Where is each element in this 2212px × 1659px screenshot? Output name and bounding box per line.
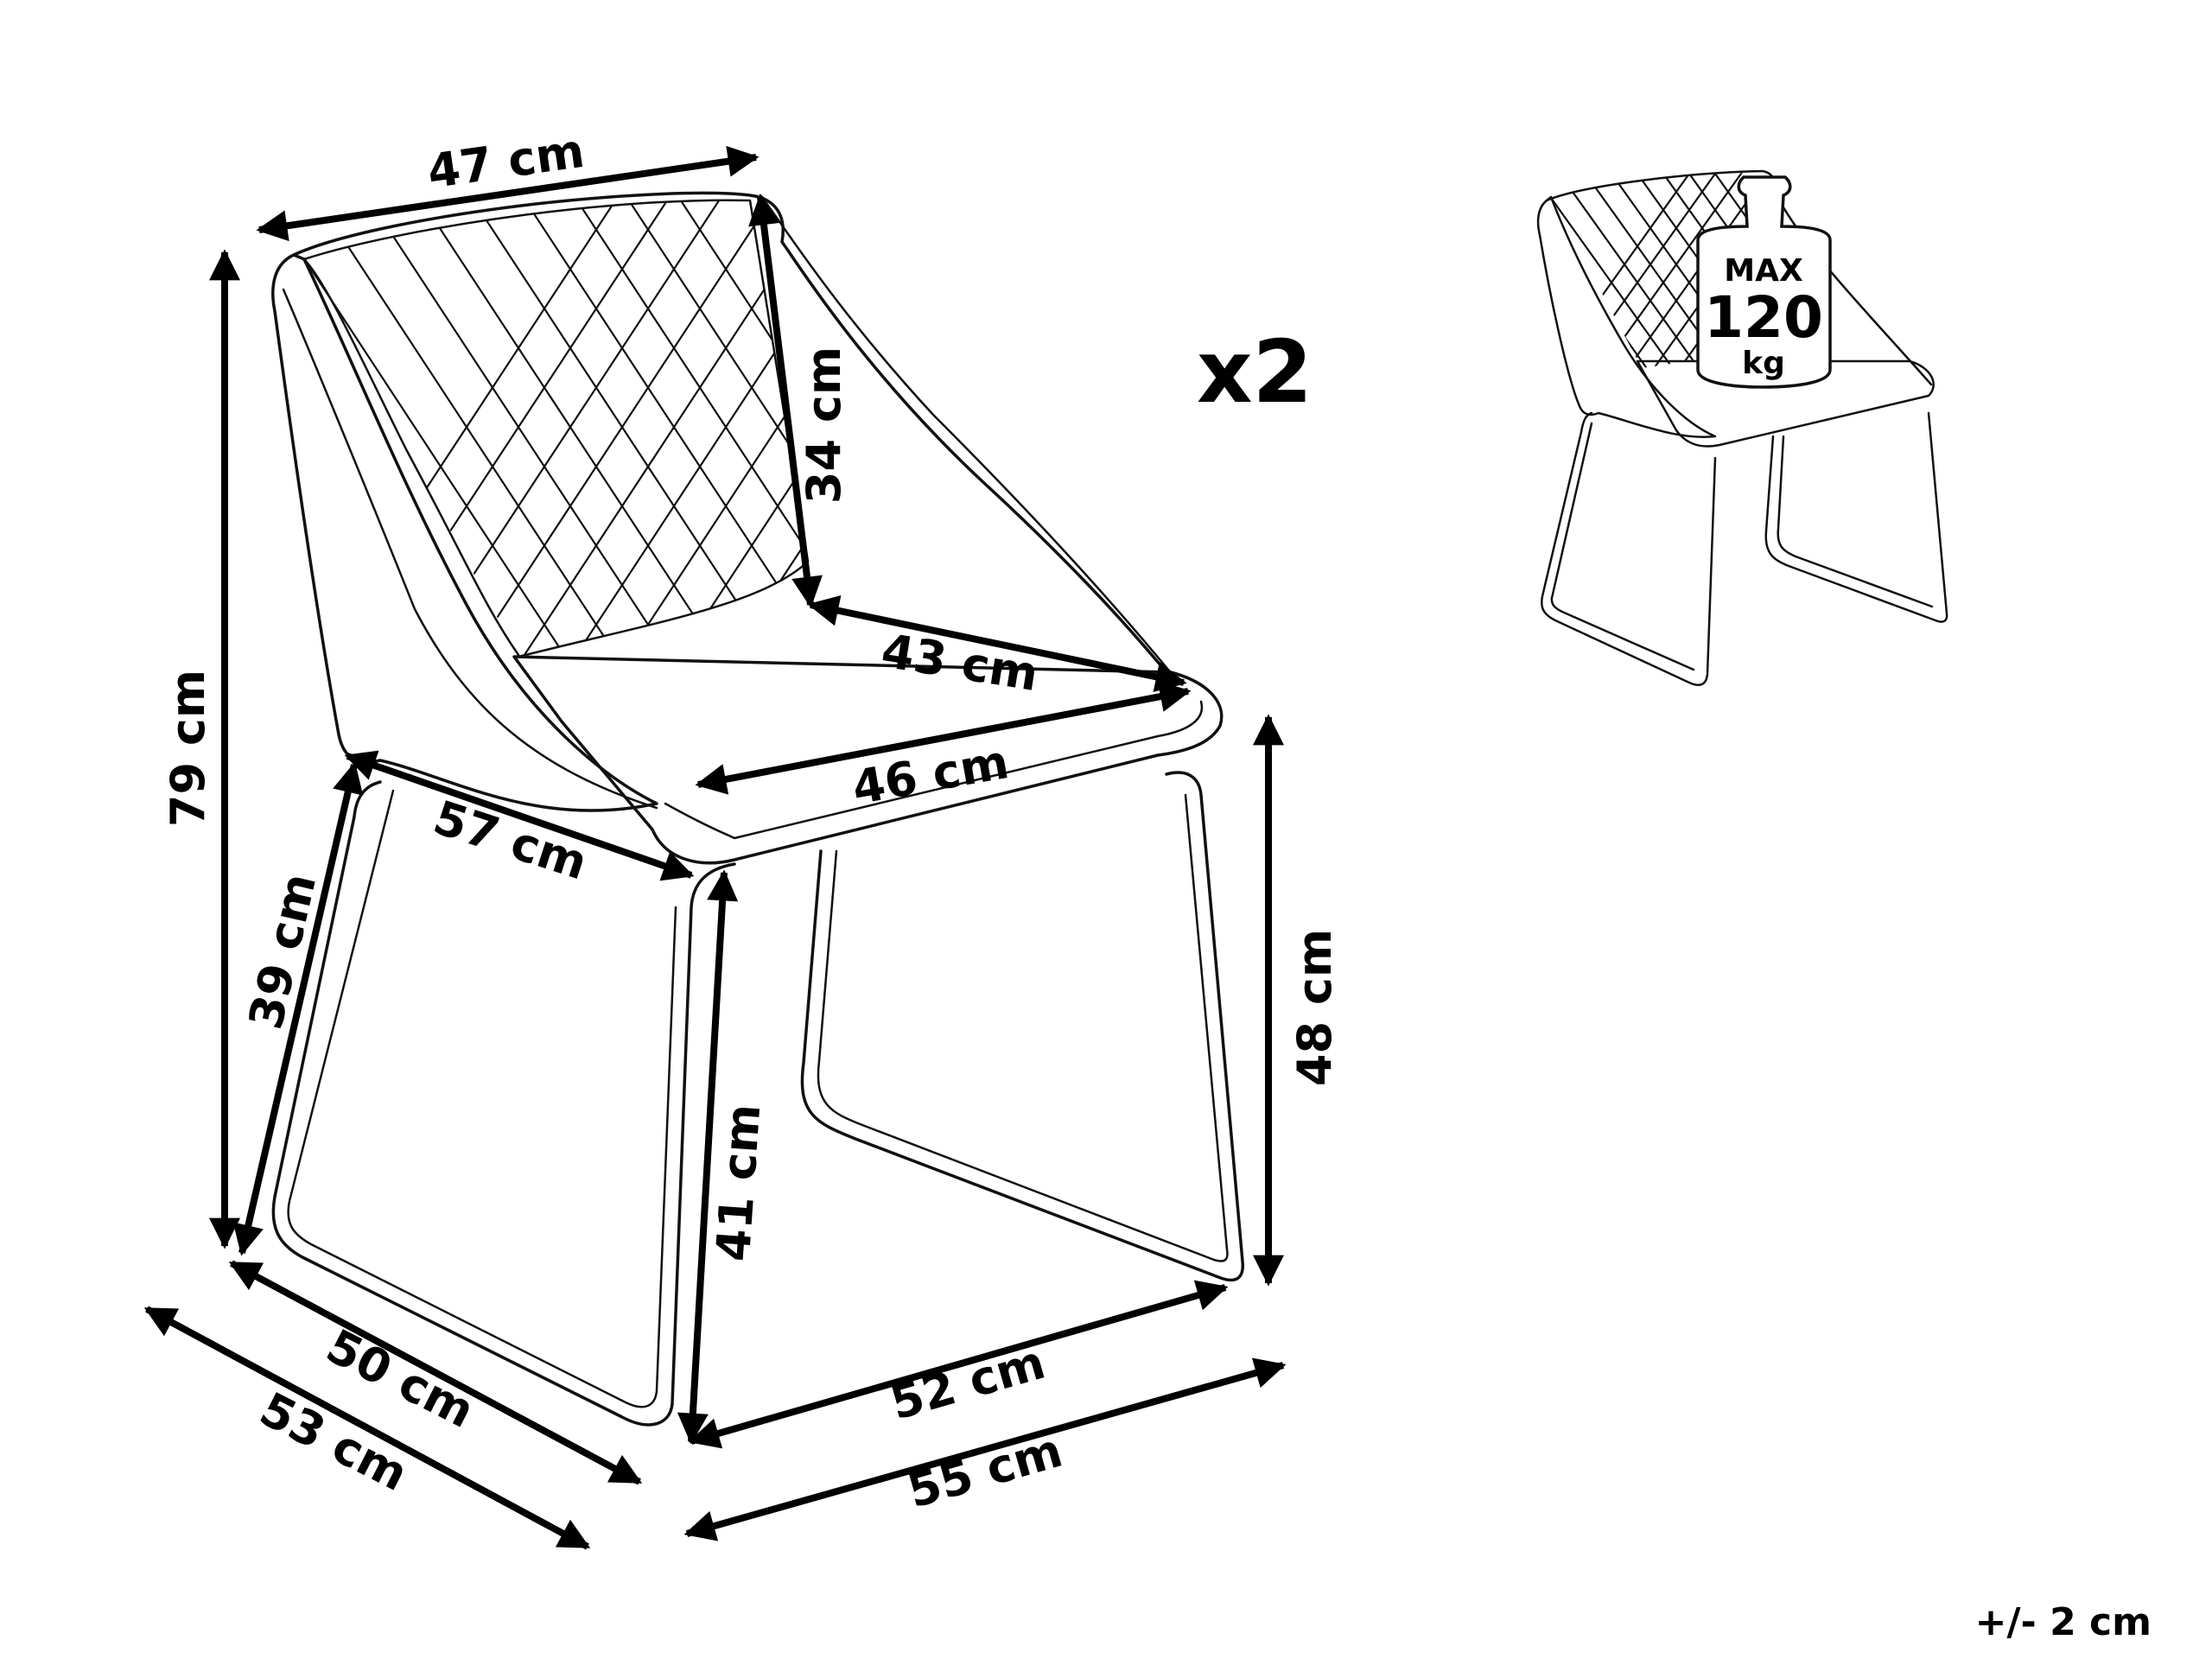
- sled-base-front-inner: [287, 789, 677, 1408]
- label-backrest-height: 34 cm: [797, 346, 851, 504]
- chair-drawing-small: MAX 120 kg: [1536, 169, 1948, 686]
- dim-arrow-seat-depth: [807, 594, 1187, 693]
- label-arm-depth: 57 cm: [427, 790, 594, 890]
- tolerance-note: +/- 2 cm: [1975, 1600, 2152, 1644]
- label-seat-depth: 43 cm: [878, 623, 1042, 702]
- dim-arrow-backrest-width: [256, 145, 760, 242]
- chair-drawing-main: [271, 191, 1244, 1427]
- max-load-line3: kg: [1742, 346, 1785, 381]
- weight-icon: [1696, 175, 1832, 389]
- label-leg-height: 41 cm: [706, 1103, 772, 1263]
- dim-arrow-arm-depth: [344, 750, 695, 881]
- sled-base-rear: [800, 771, 1244, 1282]
- label-total-height: 79 cm: [161, 670, 215, 827]
- label-seat-width: 46 cm: [849, 734, 1013, 816]
- sled-base-rear-inner: [817, 793, 1229, 1262]
- max-load-line2: 120: [1704, 284, 1823, 351]
- max-load-line1: MAX: [1724, 253, 1803, 289]
- dim-arrow-seat-width: [695, 681, 1192, 795]
- quantity-label: x2: [1197, 321, 1313, 423]
- dim-arrow-arm-height: [232, 761, 364, 1256]
- max-load-badge: MAX 120 kg: [1696, 175, 1832, 389]
- dim-arrow-total-width: [683, 1357, 1287, 1541]
- label-base-width: 52 cm: [885, 1335, 1052, 1431]
- dim-arrow-total-depth: [143, 1306, 591, 1550]
- label-seat-height: 48 cm: [1287, 929, 1342, 1086]
- label-total-width: 55 cm: [902, 1423, 1069, 1519]
- chair-shell: [271, 253, 658, 812]
- dimension-arrows: [143, 145, 1287, 1550]
- dim-arrow-backrest-height: [748, 194, 823, 608]
